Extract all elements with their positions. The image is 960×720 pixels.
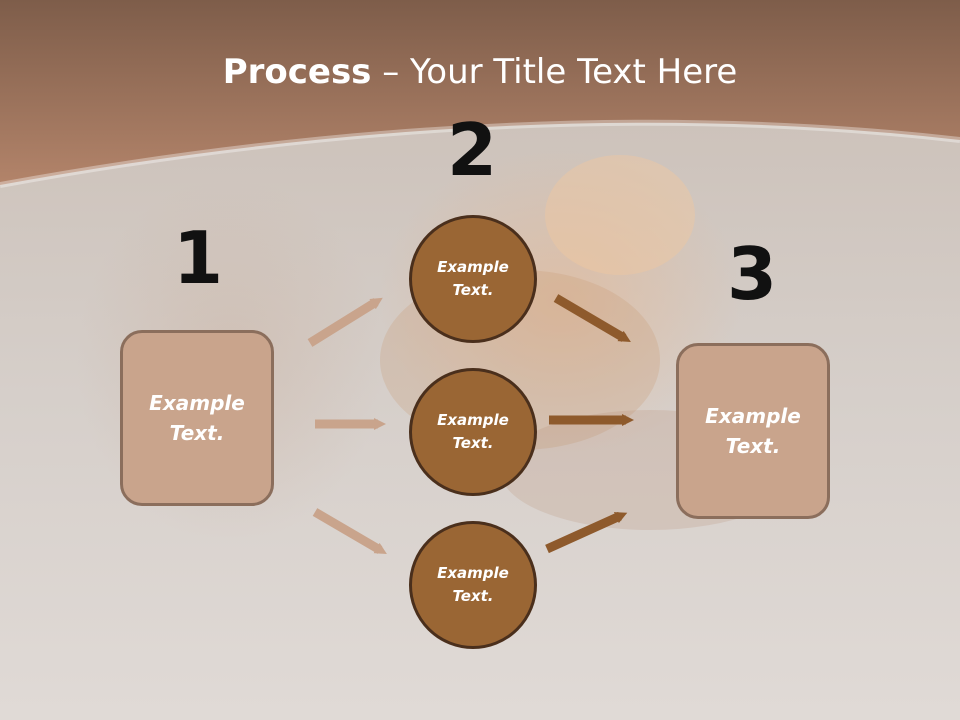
circle-3: Example Text. xyxy=(409,521,537,649)
right-box-text: Example Text. xyxy=(705,404,801,458)
left-box-text: Example Text. xyxy=(149,391,245,445)
circle-1-text: Example Text. xyxy=(437,258,509,299)
left-box: Example Text. xyxy=(120,330,274,506)
step-number-1: 1 xyxy=(172,216,224,300)
circle-2: Example Text. xyxy=(409,368,537,496)
title-rest: – Your Title Text Here xyxy=(371,52,738,92)
arrow-left-to-circle-3 xyxy=(312,508,387,555)
circle-3-text: Example Text. xyxy=(437,564,509,605)
header-band xyxy=(0,0,960,185)
circle-2-text: Example Text. xyxy=(437,411,509,452)
step-number-2: 2 xyxy=(446,108,498,192)
header-curve xyxy=(0,119,960,188)
arrow-left-to-circle-1 xyxy=(307,297,383,347)
right-box: Example Text. xyxy=(676,343,830,519)
circle-1: Example Text. xyxy=(409,215,537,343)
arrow-circle-3-to-right xyxy=(545,511,628,554)
title-bold: Process xyxy=(222,52,372,92)
step-number-3: 3 xyxy=(726,232,778,316)
arrow-circle-1-to-right xyxy=(553,294,631,343)
slide-title: Process – Your Title Text Here xyxy=(0,52,960,92)
